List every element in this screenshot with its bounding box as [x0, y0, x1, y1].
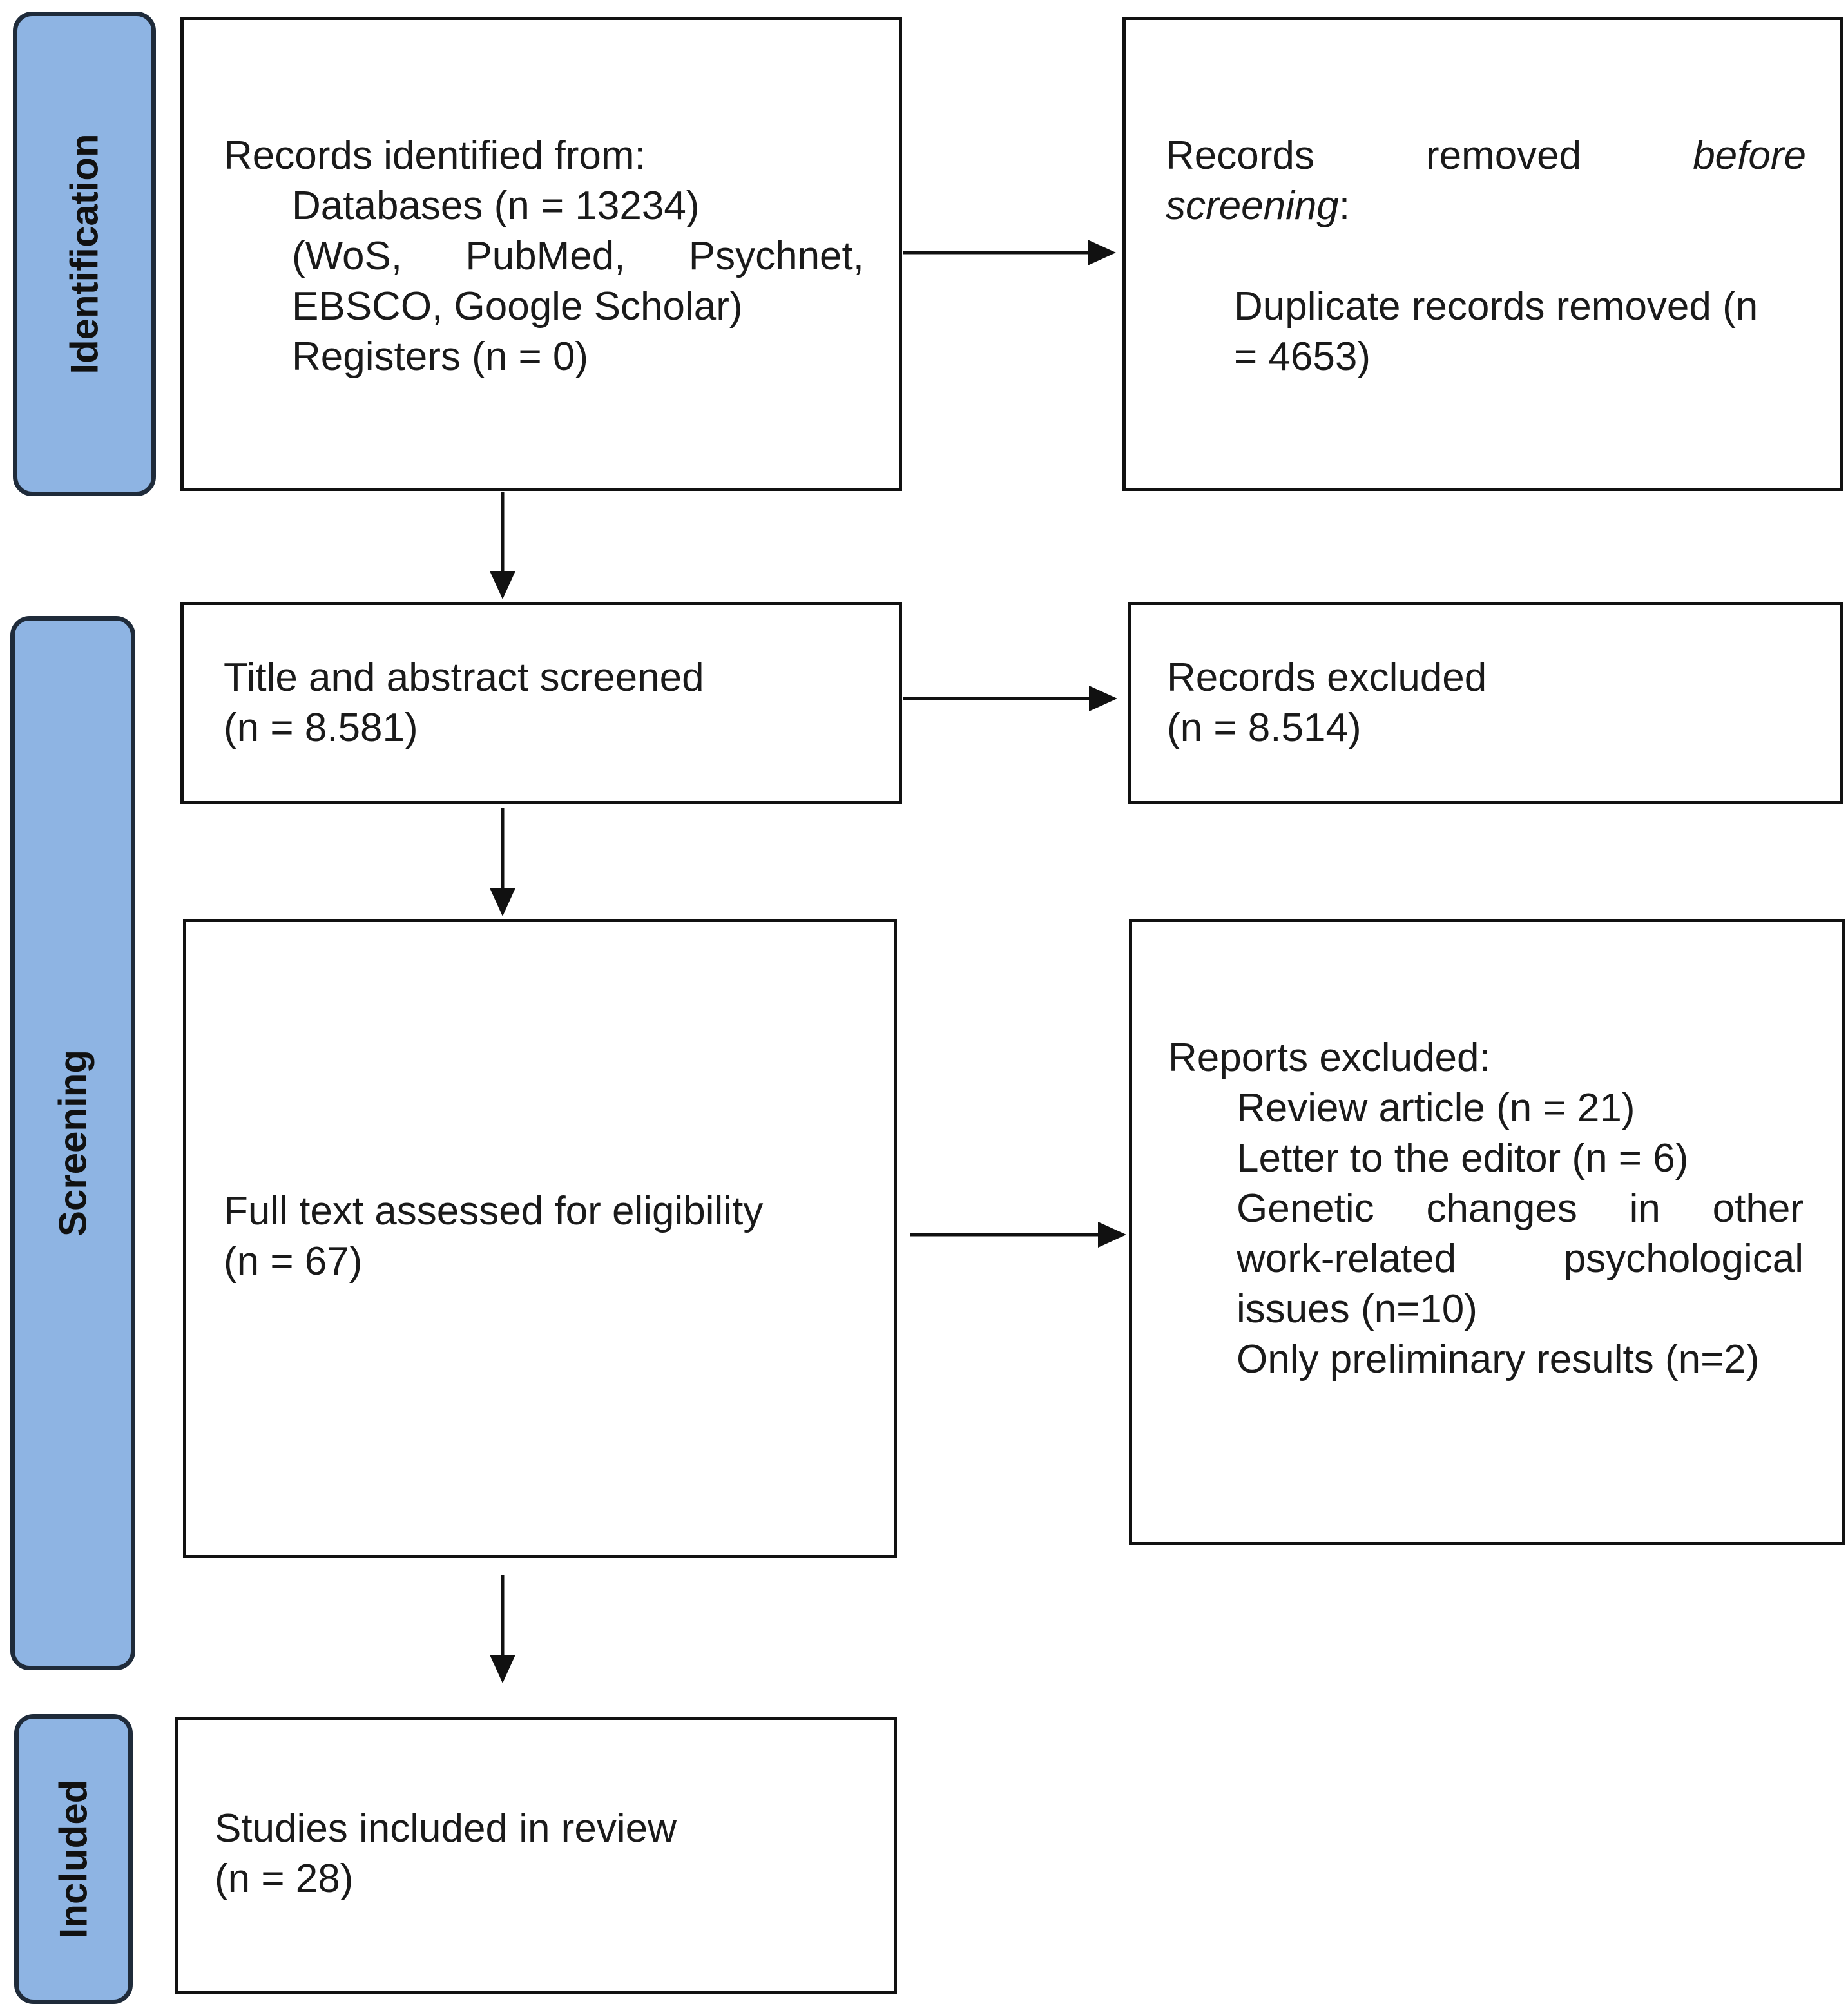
full-text-label: Full text assessed for eligibility [224, 1189, 764, 1233]
records-excluded-count: (n = 8.514) [1167, 706, 1362, 750]
studies-included-count: (n = 28) [215, 1857, 354, 1901]
duplicates-removed: Duplicate records removed (n [1234, 284, 1758, 329]
removed-colon: : [1338, 184, 1351, 228]
duplicates-removed-count: = 4653) [1234, 334, 1371, 379]
records-excluded-box: Records excluded (n = 8.514) [1128, 602, 1843, 804]
excluded-review-articles: Review article (n = 21) [1237, 1086, 1635, 1130]
arrow-to-records-excluded [903, 686, 1117, 711]
screened-count: (n = 8.581) [224, 706, 418, 750]
arrow-to-screened [490, 492, 515, 599]
screened-label: Title and abstract screened [224, 655, 704, 700]
records-identified-heading: Records identified from: [224, 133, 646, 178]
excluded-letters: Letter to the editor (n = 6) [1237, 1136, 1689, 1181]
removed-heading: Records removed before [1166, 131, 1806, 181]
work-related-word: work-related [1237, 1237, 1457, 1281]
full-text-box: Full text assessed for eligibility (n = … [183, 919, 897, 1558]
reports-excluded-box: Reports excluded: Review article (n = 21… [1129, 919, 1845, 1545]
other-word: other [1712, 1186, 1804, 1231]
excluded-preliminary: Only preliminary results (n=2) [1237, 1337, 1760, 1382]
phase-included: Included [14, 1714, 133, 2004]
reports-excluded-heading: Reports excluded: [1168, 1036, 1490, 1080]
removed-word-removed: removed [1425, 133, 1582, 178]
removed-heading-2: screening: [1166, 181, 1806, 231]
databases-count: Databases (n = 13234) [292, 184, 700, 228]
arrow-to-removed [903, 240, 1116, 265]
excluded-genetic-line-3: issues (n=10) [1237, 1287, 1477, 1331]
source-pubmed: PubMed, [465, 234, 626, 278]
registers-count: Registers (n = 0) [292, 334, 589, 379]
arrow-to-full-text [490, 808, 515, 916]
phase-identification: Identification [13, 12, 156, 496]
full-text-count: (n = 67) [224, 1239, 363, 1284]
screened-box: Title and abstract screened (n = 8.581) [180, 602, 902, 804]
removed-word-before: before [1693, 133, 1806, 178]
removed-word-screening: screening [1166, 184, 1339, 228]
phase-screening: Screening [10, 616, 135, 1670]
sources-line-2: EBSCO, Google Scholar) [292, 284, 743, 329]
genetic-word: Genetic [1237, 1186, 1374, 1231]
records-identified-box: Records identified from: Databases (n = … [180, 17, 902, 491]
removed-word-records: Records [1166, 133, 1314, 178]
records-removed-box: Records removed before screening: Duplic… [1122, 17, 1843, 491]
studies-included-box: Studies included in review (n = 28) [175, 1717, 897, 1994]
records-excluded-label: Records excluded [1167, 655, 1487, 700]
source-wos: (WoS, [292, 234, 403, 278]
sources-line: (WoS, PubMed, Psychnet, [292, 231, 864, 282]
arrow-to-reports-excluded [910, 1222, 1126, 1248]
excluded-genetic-line-1: Genetic changes in other [1237, 1184, 1804, 1234]
psychological-word: psychological [1563, 1237, 1804, 1281]
changes-word: changes [1426, 1186, 1577, 1231]
arrow-to-included [490, 1575, 515, 1683]
studies-included-label: Studies included in review [215, 1806, 677, 1851]
in-word: in [1629, 1186, 1660, 1231]
source-psychnet: Psychnet, [688, 234, 864, 278]
excluded-genetic-line-2: work-related psychological [1237, 1234, 1804, 1284]
